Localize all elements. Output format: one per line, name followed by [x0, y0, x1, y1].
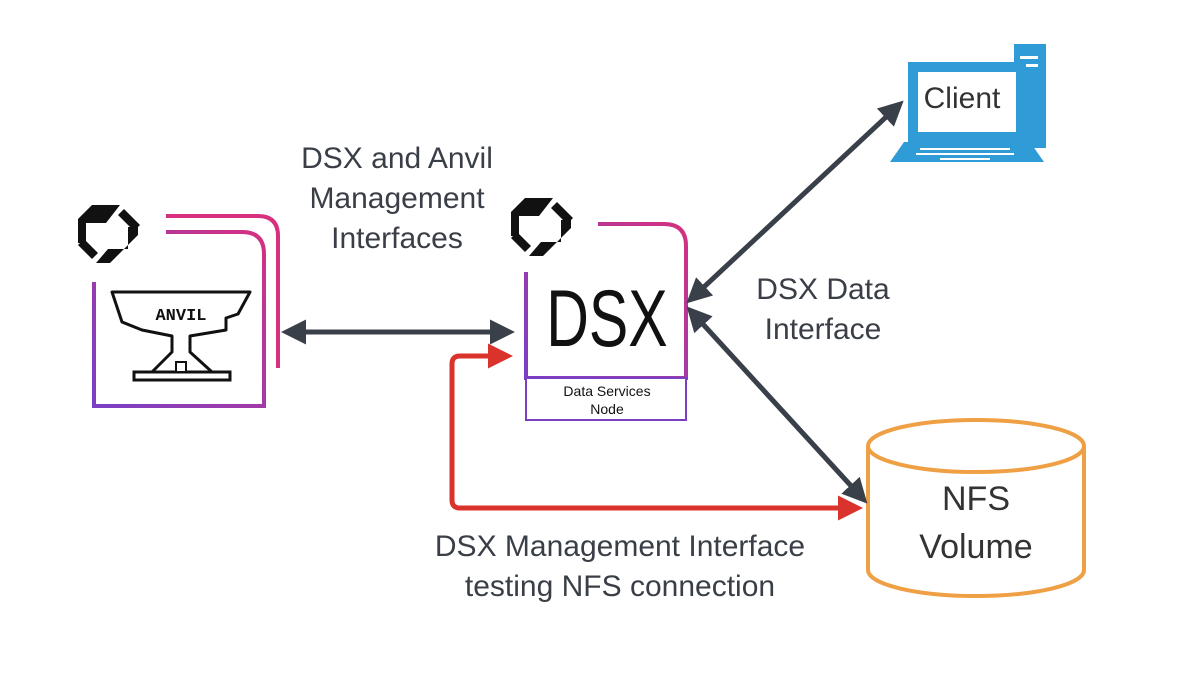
nfs-label-line2: Volume	[919, 528, 1032, 566]
test-label-line1: DSX Management Interface	[435, 530, 805, 563]
mgmt-label-line1: DSX and Anvil	[301, 142, 493, 175]
management-interfaces-label: DSX and Anvil Management Interfaces	[301, 142, 493, 255]
dsx-nfs-test-arrow	[449, 343, 863, 521]
anvil-frame-back	[166, 214, 280, 368]
dsx-client-arrow	[686, 100, 904, 304]
mgmt-label-line3: Interfaces	[331, 222, 463, 255]
anvil-label: ANVIL	[155, 307, 206, 326]
data-interface-label: DSX Data Interface	[756, 273, 890, 346]
anvil-frame-front	[92, 230, 266, 408]
client-node: Client	[890, 44, 1046, 162]
dsx-logo-icon	[511, 198, 573, 256]
dsx-node: DSX Data Services Node	[511, 198, 688, 421]
computer-icon	[890, 44, 1046, 162]
data-label-line2: Interface	[765, 313, 882, 346]
dsx-logo-text: DSX	[546, 273, 667, 363]
mgmt-label-line2: Management	[309, 182, 485, 215]
anvil-node: ANVIL	[78, 205, 280, 408]
nfs-cylinder-icon	[866, 446, 1086, 598]
nfs-label-line1: NFS	[942, 480, 1010, 518]
nfs-cylinder-top	[866, 418, 1086, 474]
data-label-line1: DSX Data	[756, 273, 890, 306]
test-label-line2: testing NFS connection	[465, 570, 775, 603]
client-label: Client	[924, 82, 1001, 115]
nfs-volume-node: NFS Volume	[866, 418, 1086, 598]
anvil-logo-icon	[78, 205, 140, 263]
dsx-frame	[524, 222, 688, 380]
dsx-caption-line2: Node	[590, 401, 624, 417]
dsx-caption-line1: Data Services	[563, 383, 650, 399]
anvil-icon	[110, 290, 252, 382]
nfs-test-label: DSX Management Interface testing NFS con…	[435, 530, 805, 603]
